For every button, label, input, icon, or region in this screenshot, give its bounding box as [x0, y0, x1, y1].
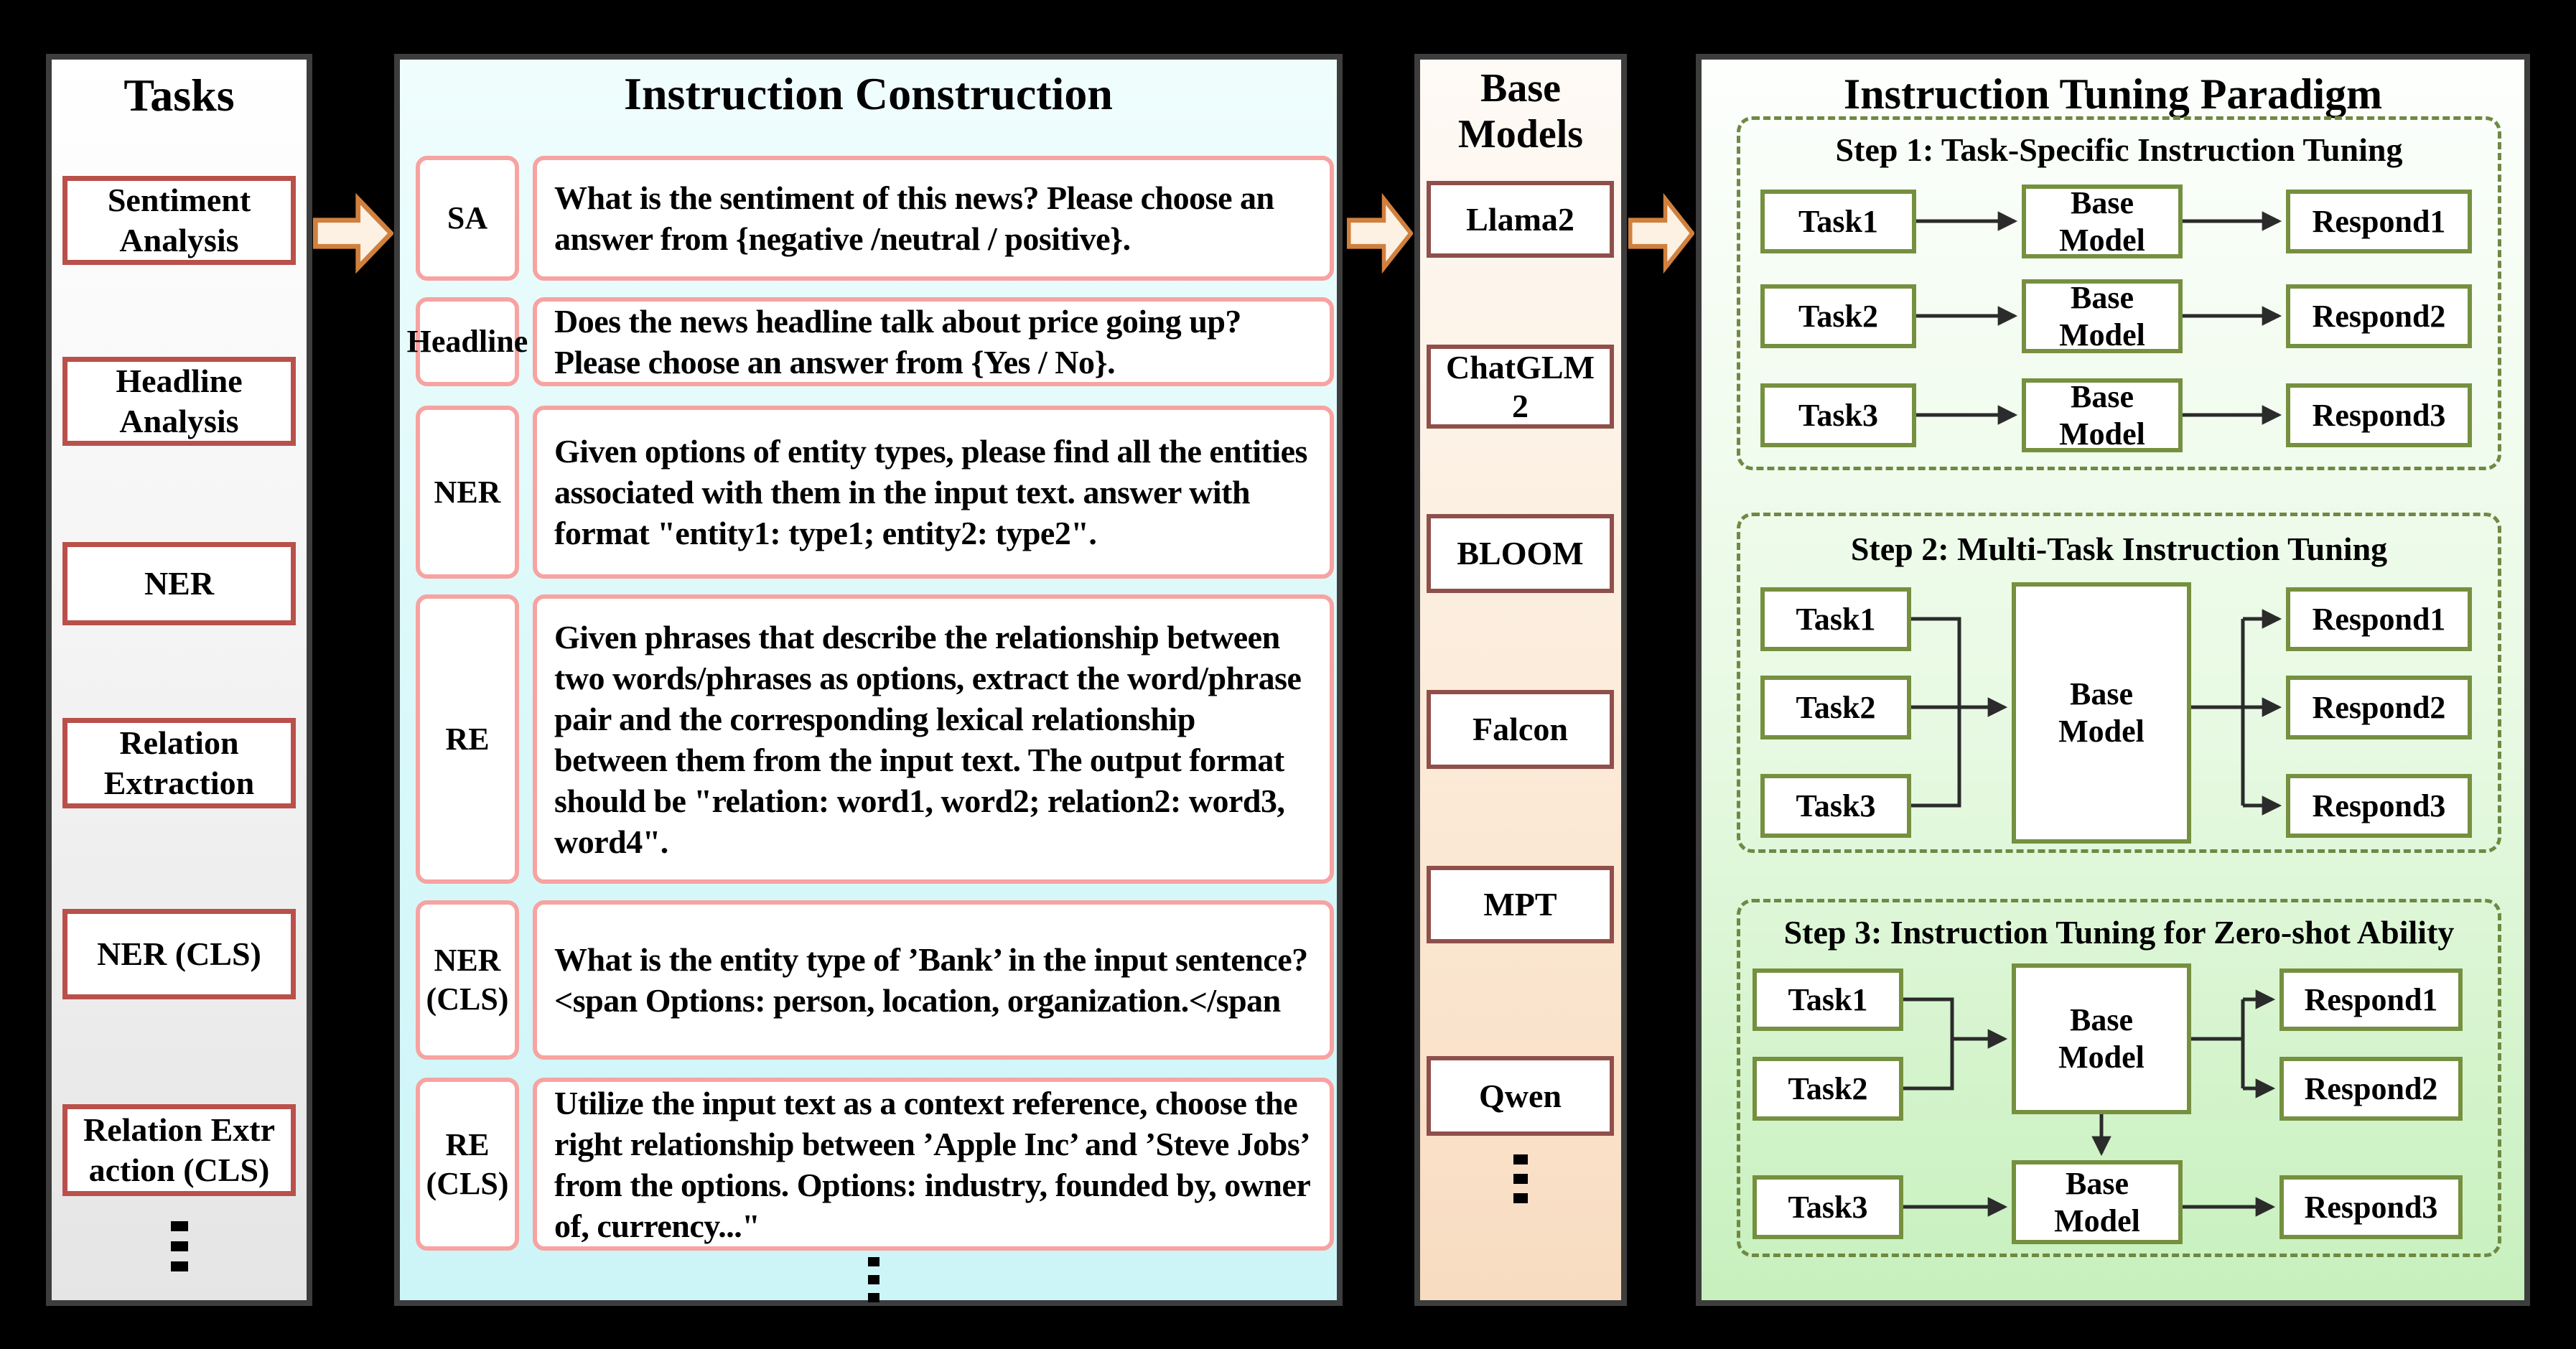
step3-panel: Step 3: Instruction Tuning for Zero-shot…	[1737, 899, 2501, 1257]
flow-arrow-icon	[313, 192, 393, 274]
task-box: Task2	[1753, 1057, 1903, 1121]
task-item: NER (CLS)	[62, 909, 296, 999]
flow-arrow-icon	[1628, 192, 1694, 274]
instruction-row-label: RE	[416, 594, 519, 884]
instruction-row-text: Given phrases that describe the relation…	[533, 594, 1334, 884]
task-item: Relation Extr action (CLS)	[62, 1104, 296, 1196]
step1-panel: Step 1: Task-Specific Instruction Tuning…	[1737, 116, 2501, 470]
respond-box: Respond1	[2286, 190, 2472, 253]
task-box: Task1	[1760, 587, 1911, 651]
respond-box: Respond3	[2286, 383, 2472, 447]
base-model-item: BLOOM	[1427, 514, 1614, 593]
instruction-row-text: Given options of entity types, please fi…	[533, 406, 1334, 579]
instruction-row-label: NER	[416, 406, 519, 579]
base-model-box: Base Model	[2012, 963, 2191, 1114]
step1-title: Step 1: Task-Specific Instruction Tuning	[1835, 131, 2403, 168]
task-box: Task3	[1753, 1175, 1903, 1239]
base-models-panel: Base Models Llama2 ChatGLM 2 BLOOM Falco…	[1414, 54, 1627, 1306]
base-model-item: Falcon	[1427, 690, 1614, 769]
instruction-row-text: What is the sentiment of this news? Plea…	[533, 156, 1334, 281]
vertical-ellipsis-icon	[1513, 1154, 1528, 1203]
respond-box: Respond1	[2279, 968, 2463, 1031]
tasks-title: Tasks	[123, 70, 235, 121]
flow-arrow-icon	[1347, 192, 1413, 274]
task-box: Task2	[1760, 676, 1911, 739]
task-item: Relation Extraction	[62, 718, 296, 808]
base-model-item: MPT	[1427, 866, 1614, 943]
base-model-box: Base Model	[2022, 185, 2183, 258]
step3-title: Step 3: Instruction Tuning for Zero-shot…	[1783, 914, 2455, 951]
instruction-row-label: Headline	[407, 297, 528, 386]
task-item: Sentiment Analysis	[62, 176, 296, 265]
tasks-panel: Tasks Sentiment Analysis Headline Analys…	[46, 54, 312, 1306]
step2-title: Step 2: Multi-Task Instruction Tuning	[1850, 531, 2388, 567]
base-model-item: Qwen	[1427, 1056, 1614, 1136]
vertical-ellipsis-icon	[868, 1257, 879, 1302]
respond-box: Respond3	[2286, 774, 2472, 838]
paradigm-title: Instruction Tuning Paradigm	[1843, 70, 2383, 118]
base-model-box: Base Model	[2012, 1160, 2183, 1244]
respond-box: Respond1	[2286, 587, 2472, 651]
instruction-row-label: SA	[416, 156, 519, 281]
instruction-construction-title: Instruction Construction	[624, 68, 1113, 119]
base-model-box: Base Model	[2012, 582, 2191, 844]
instruction-row-label: RE (CLS)	[416, 1078, 519, 1251]
task-box: Task3	[1760, 383, 1916, 447]
instruction-tuning-paradigm-panel: Instruction Tuning Paradigm Step 1: Task…	[1696, 54, 2530, 1306]
base-models-title: Base Models	[1457, 66, 1584, 157]
step2-panel: Step 2: Multi-Task Instruction Tuning Ta…	[1737, 513, 2501, 853]
task-box: Task1	[1760, 190, 1916, 253]
instruction-row-text: Utilize the input text as a context refe…	[533, 1078, 1334, 1251]
respond-box: Respond2	[2279, 1057, 2463, 1121]
instruction-row-label: NER (CLS)	[416, 900, 519, 1060]
base-model-item: Llama2	[1427, 181, 1614, 258]
base-model-box: Base Model	[2022, 378, 2183, 452]
task-box: Task2	[1760, 284, 1916, 348]
base-model-box: Base Model	[2022, 279, 2183, 353]
task-box: Task1	[1753, 968, 1903, 1031]
respond-box: Respond3	[2279, 1175, 2463, 1239]
vertical-ellipsis-icon	[170, 1221, 188, 1271]
instruction-row-text: Does the news headline talk about price …	[533, 297, 1334, 386]
task-item: Headline Analysis	[62, 357, 296, 446]
task-item: NER	[62, 542, 296, 625]
instruction-construction-panel: Instruction Construction SA What is the …	[394, 54, 1343, 1306]
base-model-item: ChatGLM 2	[1427, 345, 1614, 429]
respond-box: Respond2	[2286, 284, 2472, 348]
instruction-row-text: What is the entity type of ’Bank’ in the…	[533, 900, 1334, 1060]
respond-box: Respond2	[2286, 676, 2472, 739]
task-box: Task3	[1760, 774, 1911, 838]
